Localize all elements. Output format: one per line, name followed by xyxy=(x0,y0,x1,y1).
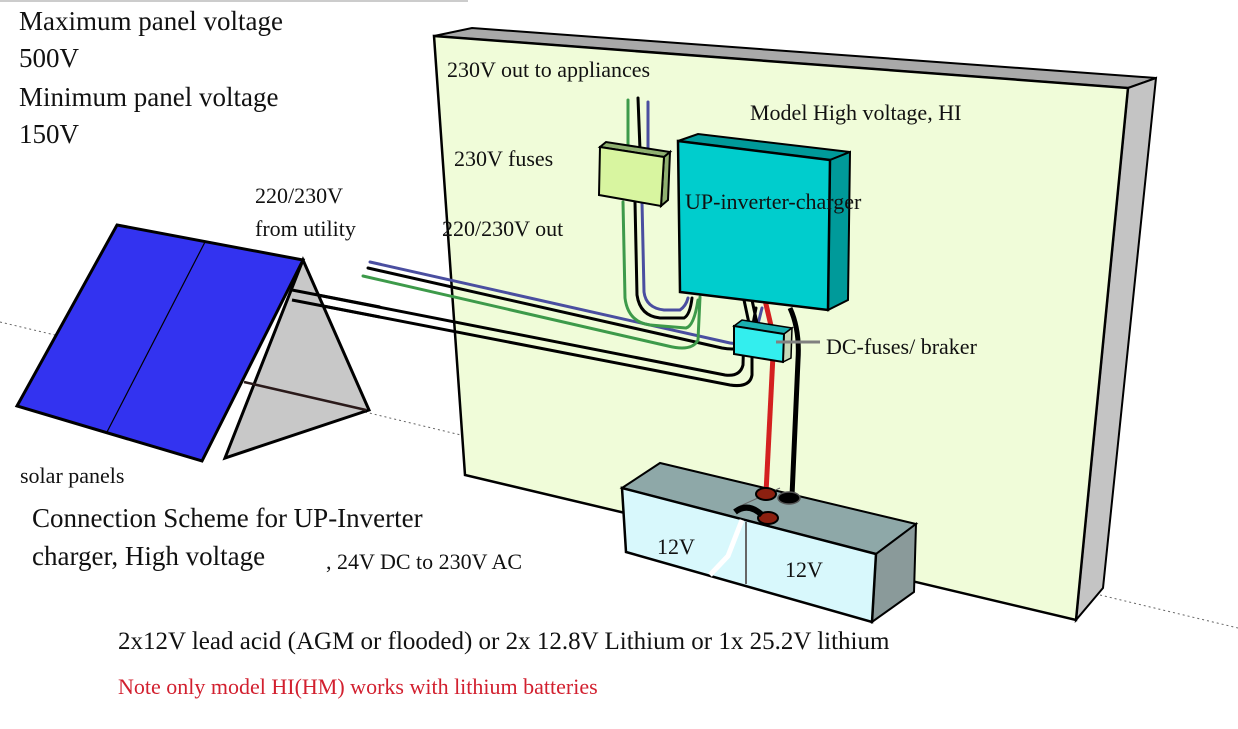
terminal-positive-2 xyxy=(757,511,779,525)
solar-support xyxy=(243,380,367,412)
inverter-out-ground xyxy=(621,200,700,330)
ground-line-mid xyxy=(364,411,466,437)
terminal-positive xyxy=(755,487,777,501)
diagram-title-line2: charger, High voltage xyxy=(32,541,266,571)
solar-wire-stub-2 xyxy=(291,298,381,319)
utility-in-label-2: from utility xyxy=(255,216,356,241)
terminal-negative xyxy=(777,491,801,505)
solar-wire-negative xyxy=(290,298,754,387)
utility-in-label-1: 220/230V xyxy=(255,183,343,208)
dc-fuses-label: DC-fuses/ braker xyxy=(826,334,977,359)
solar-wire-positive xyxy=(290,288,746,377)
ac-fuse-box-front xyxy=(597,145,666,208)
min-voltage-value: 150V xyxy=(19,119,79,149)
battery-front xyxy=(620,486,878,624)
min-voltage-label: Minimum panel voltage xyxy=(19,82,279,112)
dc-fuse-box xyxy=(732,319,820,364)
battery-right-label: 12V xyxy=(785,557,823,582)
solar-panel-face xyxy=(14,223,306,463)
utility-wire-ground xyxy=(361,274,702,350)
inverter-label: UP-inverter-charger xyxy=(685,189,862,214)
battery-bank xyxy=(619,461,919,625)
inverter-out-live xyxy=(640,200,690,312)
solar-side-face xyxy=(222,256,372,461)
battery-options-note: 2x12V lead acid (AGM or flooded) or 2x 1… xyxy=(118,628,890,655)
battery-highlight xyxy=(708,519,745,577)
series-link xyxy=(733,504,765,518)
inverter-box xyxy=(676,132,852,312)
inverter-out-neutral xyxy=(633,200,694,320)
dc-cable-negative xyxy=(787,306,801,497)
ground-line-left xyxy=(0,321,56,336)
lithium-compatibility-note: Note only model HI(HM) works with lithiu… xyxy=(118,674,598,699)
diagram-title-suffix: , 24V DC to 230V AC xyxy=(326,549,523,574)
dc-cable-positive xyxy=(763,354,776,494)
ac-fuse-box xyxy=(597,140,673,209)
ground-line-right xyxy=(1099,594,1238,629)
solar-panels-label: solar panels xyxy=(20,463,125,488)
solar-panel-divider xyxy=(106,241,206,433)
solar-wire-stub-1 xyxy=(291,288,381,309)
max-voltage-value: 500V xyxy=(19,43,79,73)
dc-fuse-front xyxy=(733,324,786,364)
appliance-wire-neutral xyxy=(636,96,642,152)
ac-fuses-label: 230V fuses xyxy=(454,146,554,171)
appliances-out-label: 230V out to appliances xyxy=(447,57,651,82)
solar-array xyxy=(14,223,372,463)
max-voltage-label: Maximum panel voltage xyxy=(19,6,283,36)
model-label: Model High voltage, HI xyxy=(750,100,962,125)
diagram-title-line1: Connection Scheme for UP-Inverter xyxy=(32,503,423,533)
inverter-front xyxy=(676,139,832,312)
ac-out-label: 220/230V out xyxy=(442,216,564,241)
battery-left-label: 12V xyxy=(657,534,695,559)
